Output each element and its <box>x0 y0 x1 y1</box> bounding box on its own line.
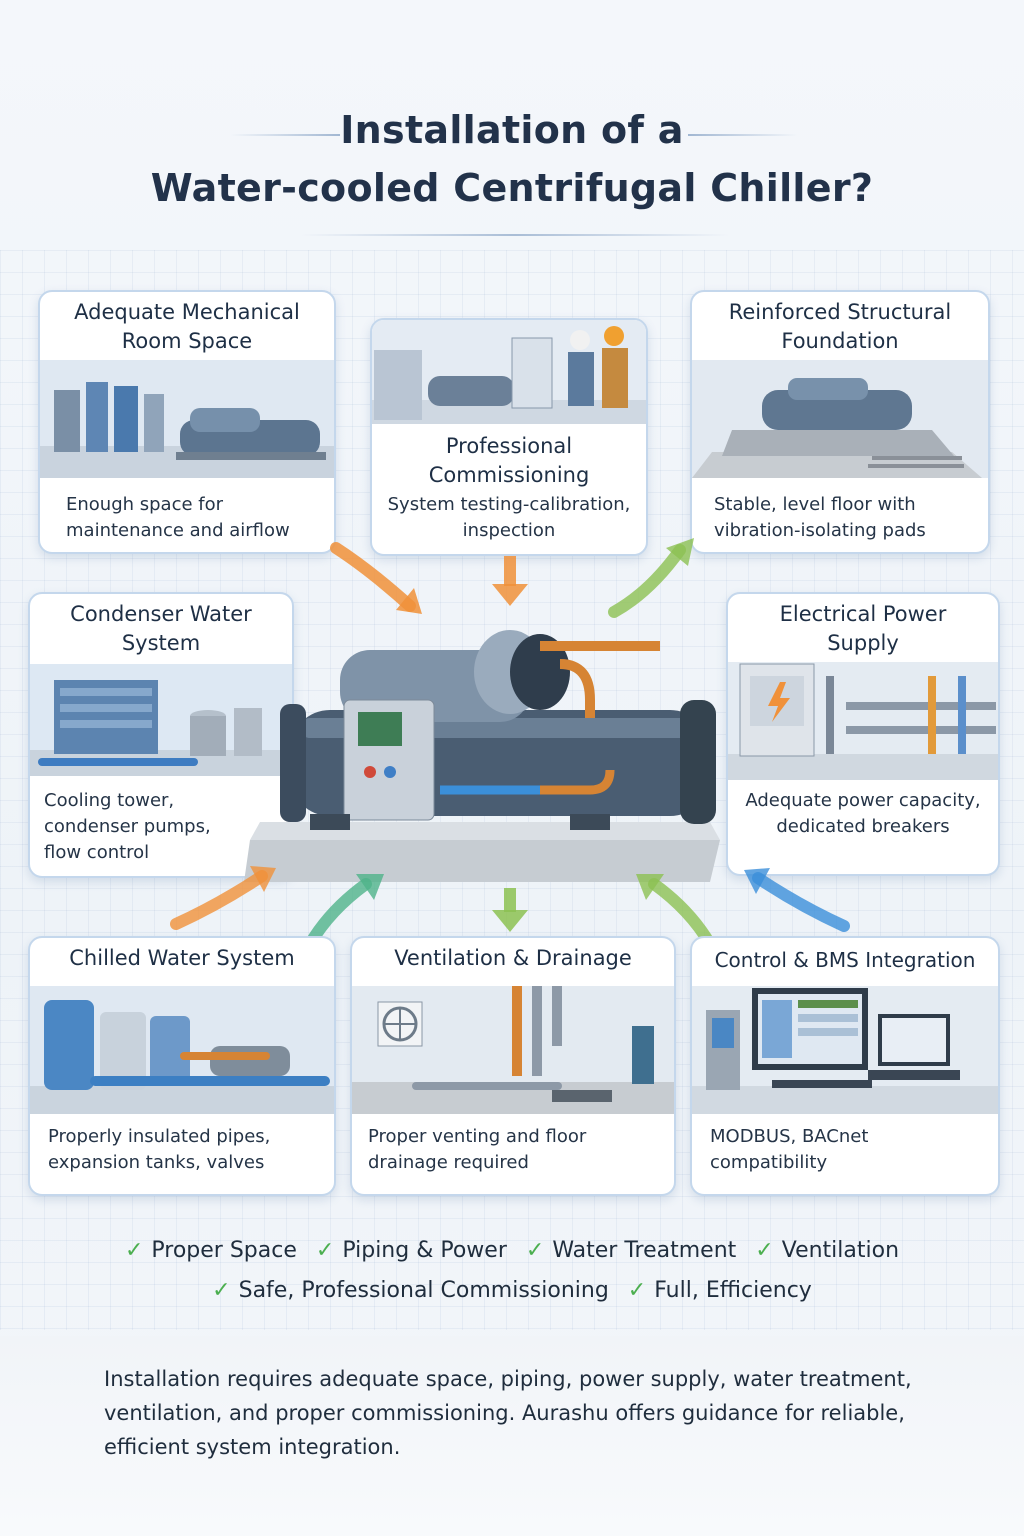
card-title: Ventilation & Drainage <box>394 946 632 970</box>
card-title: Reinforced Structural Foundation <box>692 298 988 356</box>
card-desc-line: inspection <box>462 520 556 541</box>
checklist-row-2: ✓ Safe, Professional Commissioning ✓ Full,… <box>0 1278 1024 1303</box>
card-condenser: Condenser Water System Cooling tower, co… <box>28 592 294 878</box>
checklist-item: ✓ Full, Efficiency <box>628 1278 812 1303</box>
card-title-line: Electrical Power <box>779 602 947 626</box>
check-icon: ✓ <box>212 1278 231 1303</box>
card-desc-line: condenser pumps, <box>44 816 211 837</box>
card-mechanical-room: Adequate Mechanical Room Space Enough sp… <box>38 290 336 554</box>
card-description: MODBUS, BACnet compatibility <box>710 1124 868 1176</box>
card-description: Enough space for maintenance and airflow <box>66 492 290 544</box>
card-desc-line: Adequate power capacity, <box>745 790 981 811</box>
checklist-item-label: Piping & Power <box>342 1238 507 1263</box>
card-desc-line: Proper venting and floor <box>368 1126 587 1147</box>
card-chilled-water: Chilled Water System Properly insulated … <box>28 936 336 1196</box>
card-desc-line: expansion tanks, valves <box>48 1152 265 1173</box>
checklist-row-1: ✓ Proper Space ✓ Piping & Power ✓ Water Tre… <box>0 1238 1024 1263</box>
page-title: Installation of a Water-cooled Centrifug… <box>0 108 1024 210</box>
card-title: Chilled Water System <box>69 946 295 970</box>
electrical-illustration <box>728 662 998 780</box>
card-foundation: Reinforced Structural Foundation Stable,… <box>690 290 990 554</box>
card-desc-line: MODBUS, BACnet <box>710 1126 869 1147</box>
card-desc-line: Enough space for <box>66 494 224 515</box>
check-icon: ✓ <box>124 1238 144 1263</box>
checklist-item-label: Ventilation <box>781 1238 900 1263</box>
footer-line: efficient system integration. <box>104 1435 401 1459</box>
arrow-orange-bottom-left <box>170 866 276 930</box>
footer-line: ventilation, and proper commissioning. A… <box>104 1401 905 1425</box>
card-title-line: Room Space <box>121 329 253 353</box>
mechanical-room-illustration <box>40 360 334 478</box>
checklist-item: ✓ Ventilation <box>755 1238 899 1263</box>
check-icon: ✓ <box>525 1238 545 1263</box>
card-ventilation: Ventilation & Drainage Proper venting an… <box>350 936 676 1196</box>
foundation-illustration <box>692 360 988 478</box>
checklist-item-label: Water Treatment <box>552 1238 737 1263</box>
card-desc-line: compatibility <box>710 1152 828 1173</box>
title-rule-left <box>230 134 340 136</box>
card-desc-line: Properly insulated pipes, <box>48 1126 271 1147</box>
checklist-item: ✓ Safe, Professional Commissioning <box>212 1278 609 1303</box>
controls-illustration <box>692 986 998 1114</box>
card-description: Proper venting and floor drainage requir… <box>368 1124 586 1176</box>
checklist-item-label: Full, Efficiency <box>654 1278 812 1303</box>
checklist-item-label: Safe, Professional Commissioning <box>238 1278 609 1303</box>
arrow-blue-bottom-right <box>744 868 850 932</box>
card-description: Stable, level floor with vibration-isola… <box>714 492 926 544</box>
card-title-line: Professional <box>445 434 573 458</box>
centrifugal-chiller-illustration <box>244 630 720 882</box>
card-description: System testing-calibration, inspection <box>372 492 646 544</box>
footer-summary: Installation requires adequate space, pi… <box>104 1362 984 1464</box>
card-title-line: Supply <box>827 631 899 655</box>
card-desc-line: drainage required <box>368 1152 529 1173</box>
check-icon: ✓ <box>755 1238 774 1263</box>
lightning-icon <box>768 682 790 722</box>
card-desc-line: dedicated breakers <box>776 816 950 837</box>
checklist-item: ✓ Water Treatment <box>526 1238 736 1263</box>
title-rule-right <box>688 134 798 136</box>
arrow-green-top-right <box>608 538 694 618</box>
checklist-item-label: Proper Space <box>151 1238 297 1263</box>
arrow-orange-top-center <box>492 556 528 606</box>
card-description: Adequate power capacity, dedicated break… <box>728 788 998 840</box>
footer-panel <box>0 1336 1024 1536</box>
chilled-water-illustration <box>30 986 334 1114</box>
card-title: Adequate Mechanical Room Space <box>40 298 334 356</box>
check-icon: ✓ <box>627 1278 647 1303</box>
card-title-line: Condenser Water <box>70 602 252 626</box>
card-desc-line: maintenance and airflow <box>66 520 290 541</box>
card-title: Control & BMS Integration <box>714 948 976 972</box>
title-line-1: Installation of a <box>340 108 684 152</box>
card-description: Properly insulated pipes, expansion tank… <box>48 1124 270 1176</box>
checklist-item: ✓ Piping & Power <box>316 1238 507 1263</box>
footer-line: Installation requires adequate space, pi… <box>104 1367 912 1391</box>
arrow-green-bottom-center <box>492 888 528 932</box>
arrow-orange-top-left <box>330 542 422 614</box>
card-title-line: Adequate Mechanical <box>74 300 300 324</box>
card-title-line: Reinforced Structural <box>728 300 952 324</box>
card-title-line: Foundation <box>781 329 899 353</box>
card-description: Cooling tower, condenser pumps, flow con… <box>44 788 211 866</box>
card-title-line: Commissioning <box>428 463 590 487</box>
title-rule-bottom <box>300 234 730 236</box>
card-electrical: Electrical Power Supply Adequate power c… <box>726 592 1000 876</box>
card-desc-line: Cooling tower, <box>44 790 175 811</box>
card-title: Electrical Power Supply <box>728 600 998 658</box>
card-title: Condenser Water System <box>30 600 292 658</box>
card-desc-line: vibration-isolating pads <box>714 520 926 541</box>
card-desc-line: Stable, level floor with <box>714 494 916 515</box>
check-icon: ✓ <box>315 1238 335 1263</box>
ventilation-illustration <box>352 986 674 1114</box>
card-commissioning: Professional Commissioning System testin… <box>370 318 648 556</box>
checklist-item: ✓ Proper Space <box>125 1238 297 1263</box>
card-desc-line: flow control <box>44 842 150 863</box>
card-controls: Control & BMS Integration MODBUS, BACnet… <box>690 936 1000 1196</box>
card-title: Professional Commissioning <box>372 432 646 490</box>
card-title-line: System <box>121 631 201 655</box>
commissioning-illustration <box>372 320 646 424</box>
condenser-illustration <box>30 664 292 776</box>
card-desc-line: System testing-calibration, <box>387 494 631 515</box>
title-line-2: Water-cooled Centrifugal Chiller? <box>150 166 874 210</box>
